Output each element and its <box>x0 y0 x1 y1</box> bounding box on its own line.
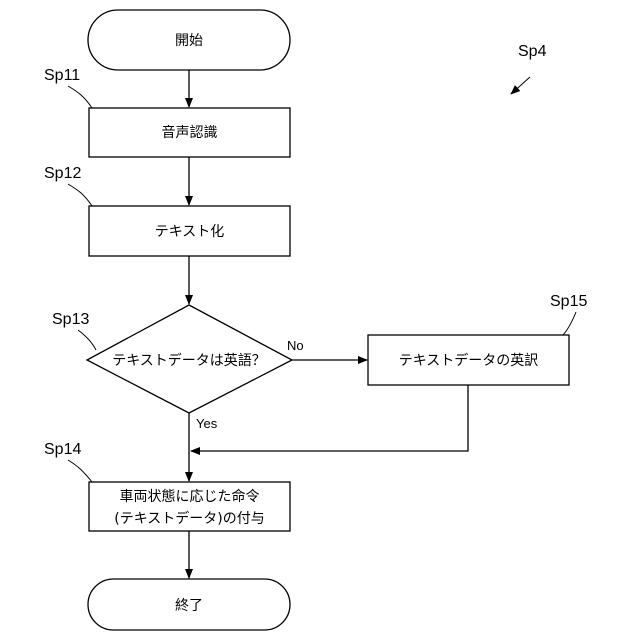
sp15-ref-label: Sp15 <box>550 293 587 310</box>
start-node: 開始 <box>88 10 290 70</box>
sp14-ref-label: Sp14 <box>44 441 81 458</box>
speech-recognition-node: 音声認識 <box>89 108 290 157</box>
sp12-leader-line <box>68 184 92 206</box>
command-label-line1: 車両状態に応じた命令 <box>120 488 260 505</box>
sp15-leader-line <box>562 312 576 336</box>
text-conversion-label: テキスト化 <box>155 224 225 240</box>
sp13-leader-line <box>78 330 96 350</box>
figure-id-label: Sp4 <box>518 43 547 60</box>
sp11-ref-label: Sp11 <box>44 67 80 84</box>
text-conversion-node: テキスト化 <box>89 206 290 256</box>
translation-label: テキストデータの英訳 <box>399 352 539 369</box>
command-label-line2: (テキストデータ)の付与 <box>114 510 265 527</box>
decision-node: テキストデータは英語？ <box>87 305 292 413</box>
sp14-leader-line <box>68 460 92 482</box>
figure-id-arrow <box>511 77 530 94</box>
sp13-ref-label: Sp13 <box>52 311 89 328</box>
end-label: 終了 <box>175 598 203 614</box>
yes-branch-label: Yes <box>196 416 218 431</box>
end-node: 終了 <box>88 579 290 630</box>
no-branch-label: No <box>287 338 304 353</box>
start-label: 開始 <box>175 33 203 49</box>
command-node: 車両状態に応じた命令 (テキストデータ)の付与 <box>89 482 290 531</box>
sp11-leader-line <box>68 86 92 108</box>
translation-node: テキストデータの英訳 <box>368 335 569 385</box>
decision-label: テキストデータは英語？ <box>112 352 266 369</box>
speech-recognition-label: 音声認識 <box>162 124 218 141</box>
sp12-ref-label: Sp12 <box>44 165 81 182</box>
connector-sp15-merge <box>191 385 468 451</box>
